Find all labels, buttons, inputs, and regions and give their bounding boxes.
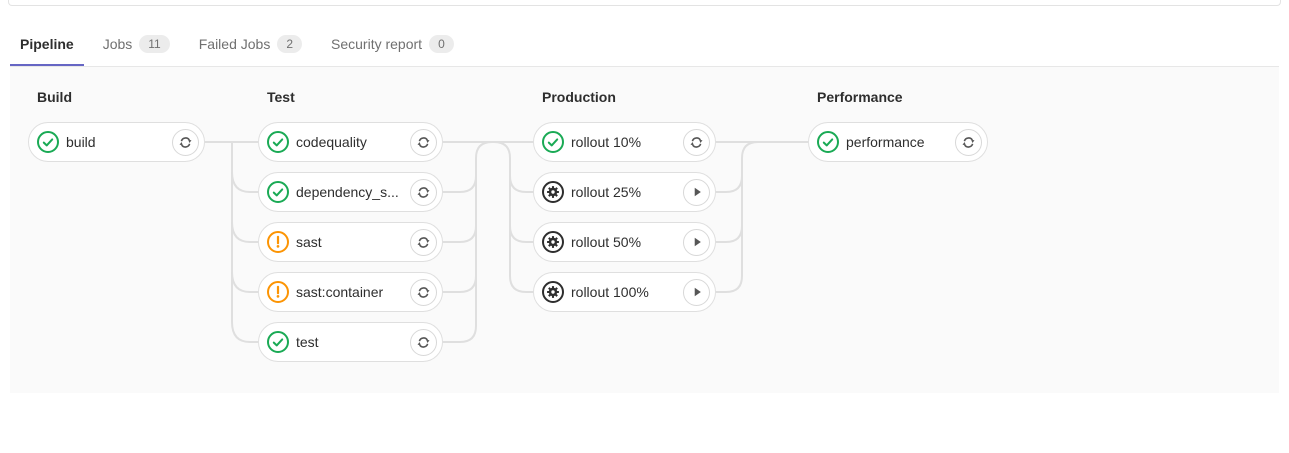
status-success-check-circle-icon xyxy=(817,131,839,153)
play-button[interactable] xyxy=(683,278,710,306)
retry-icon xyxy=(416,285,431,300)
job-label: test xyxy=(296,334,319,350)
pipeline-graph: Build build Test codequality dependency_… xyxy=(10,67,1279,393)
status-success-check-circle-icon xyxy=(267,331,289,353)
stage-header-build: Build xyxy=(37,89,72,105)
tab-pipeline[interactable]: Pipeline xyxy=(10,23,84,67)
job-label: rollout 10% xyxy=(571,134,642,150)
status-warning-exclamation-circle-icon xyxy=(267,231,289,253)
status-success-check-circle-icon xyxy=(542,131,564,153)
job-pill-build[interactable]: build xyxy=(28,122,205,162)
pipeline-tabs: Pipeline Jobs 11 Failed Jobs 2 Security … xyxy=(10,23,473,67)
retry-icon xyxy=(416,235,431,250)
status-success-check-circle-icon xyxy=(267,131,289,153)
job-pill-codequality[interactable]: codequality xyxy=(258,122,443,162)
retry-icon xyxy=(689,135,704,150)
play-button[interactable] xyxy=(683,228,710,256)
play-button[interactable] xyxy=(683,178,710,206)
retry-button[interactable] xyxy=(683,128,710,156)
tab-security-report[interactable]: Security report 0 xyxy=(321,23,464,67)
retry-button[interactable] xyxy=(410,128,437,156)
job-label: performance xyxy=(846,134,925,150)
security-report-count-badge: 0 xyxy=(429,34,454,53)
play-icon xyxy=(690,185,704,199)
stage-header-performance: Performance xyxy=(817,89,903,105)
jobs-count-badge: 11 xyxy=(139,34,170,53)
job-label: codequality xyxy=(296,134,367,150)
pipeline-connector-lines xyxy=(205,141,808,343)
job-label: rollout 50% xyxy=(571,234,642,250)
retry-button[interactable] xyxy=(410,178,437,206)
job-label: sast xyxy=(296,234,322,250)
job-pill-test[interactable]: test xyxy=(258,322,443,362)
play-icon xyxy=(690,285,704,299)
retry-icon xyxy=(416,335,431,350)
stage-header-production: Production xyxy=(542,89,616,105)
job-label: dependency_s... xyxy=(296,184,399,200)
job-pill-sast-container[interactable]: sast:container xyxy=(258,272,443,312)
job-pill-dependency-s[interactable]: dependency_s... xyxy=(258,172,443,212)
job-label: sast:container xyxy=(296,284,384,300)
status-success-check-circle-icon xyxy=(267,181,289,203)
job-pill-sast[interactable]: sast xyxy=(258,222,443,262)
job-pill-performance[interactable]: performance xyxy=(808,122,988,162)
status-warning-exclamation-circle-icon xyxy=(267,281,289,303)
status-manual-gear-circle-icon xyxy=(542,181,564,203)
retry-button[interactable] xyxy=(172,128,199,156)
status-manual-gear-circle-icon xyxy=(542,231,564,253)
retry-icon xyxy=(178,135,193,150)
job-label: rollout 100% xyxy=(571,284,649,300)
status-success-check-circle-icon xyxy=(37,131,59,153)
job-pill-rollout-100[interactable]: rollout 100% xyxy=(533,272,716,312)
tab-failed-jobs[interactable]: Failed Jobs 2 xyxy=(189,23,312,67)
play-icon xyxy=(690,235,704,249)
tab-security-report-label: Security report xyxy=(331,35,423,52)
retry-button[interactable] xyxy=(410,228,437,256)
job-pill-rollout-50[interactable]: rollout 50% xyxy=(533,222,716,262)
retry-button[interactable] xyxy=(955,128,982,156)
failed-jobs-count-badge: 2 xyxy=(277,34,303,53)
job-label: build xyxy=(66,134,96,150)
retry-icon xyxy=(416,185,431,200)
tab-bar-divider xyxy=(10,66,1279,67)
status-manual-gear-circle-icon xyxy=(542,281,564,303)
retry-button[interactable] xyxy=(410,328,437,356)
stage-header-test: Test xyxy=(267,89,295,105)
tab-pipeline-label: Pipeline xyxy=(20,35,74,52)
job-pill-rollout-10[interactable]: rollout 10% xyxy=(533,122,716,162)
retry-icon xyxy=(416,135,431,150)
previous-card-bottom-edge xyxy=(8,0,1281,6)
retry-button[interactable] xyxy=(410,278,437,306)
tab-failed-jobs-label: Failed Jobs xyxy=(198,35,271,52)
job-pill-rollout-25[interactable]: rollout 25% xyxy=(533,172,716,212)
retry-icon xyxy=(961,135,976,150)
tab-jobs[interactable]: Jobs 11 xyxy=(93,23,180,67)
job-label: rollout 25% xyxy=(571,184,642,200)
tab-jobs-label: Jobs xyxy=(102,35,133,52)
